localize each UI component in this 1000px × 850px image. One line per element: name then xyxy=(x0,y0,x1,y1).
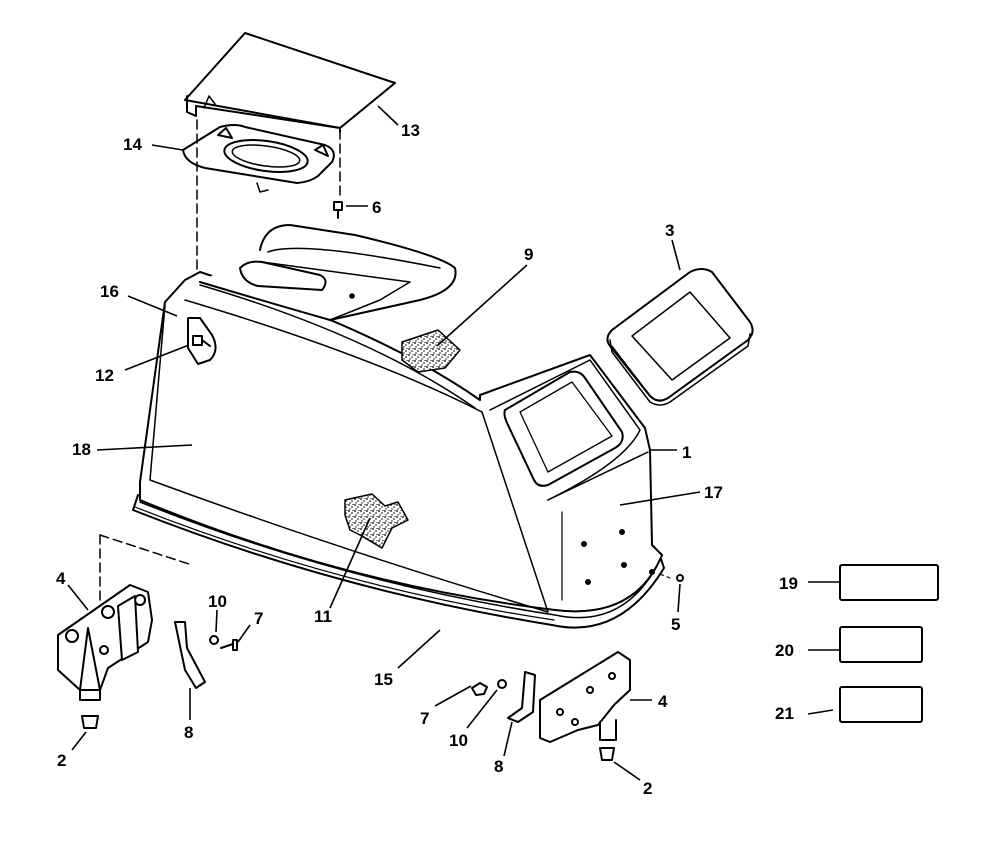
callout-6: 6 xyxy=(372,198,382,217)
callout-18: 18 xyxy=(72,440,91,459)
part-2-left-grommet xyxy=(81,715,99,729)
part-5-screw xyxy=(676,574,684,582)
part-19-decal xyxy=(839,564,939,601)
part-1-engine-cowl xyxy=(132,224,665,629)
callout-10-left: 10 xyxy=(208,592,227,611)
callout-8-left: 8 xyxy=(184,723,194,742)
part-4-right-bracket xyxy=(539,651,631,743)
callout-3: 3 xyxy=(665,221,675,240)
part-6-screw xyxy=(333,201,343,219)
part-11-foam-pad xyxy=(344,493,409,549)
callout-7-right: 7 xyxy=(420,709,430,728)
part-4-left-bracket xyxy=(57,584,153,701)
callout-2-left: 2 xyxy=(57,751,67,770)
part-14-intake-plate xyxy=(182,124,335,193)
callout-9: 9 xyxy=(524,245,534,264)
callout-8-right: 8 xyxy=(494,757,504,776)
part-9-foam-pad xyxy=(401,329,461,373)
callout-1: 1 xyxy=(682,443,692,462)
callout-2-right: 2 xyxy=(643,779,653,798)
part-3-window-seal xyxy=(606,268,754,406)
part-2-right-grommet xyxy=(599,747,615,761)
callout-21: 21 xyxy=(775,704,794,723)
callout-7-left: 7 xyxy=(254,609,264,628)
leader-lines xyxy=(67,105,840,781)
part-10-left-washer xyxy=(209,635,219,645)
callout-4-left: 4 xyxy=(56,569,66,588)
part-8-left-clip xyxy=(174,621,206,689)
part-20-decal xyxy=(839,626,923,663)
callout-20: 20 xyxy=(775,641,794,660)
callout-14: 14 xyxy=(123,135,142,154)
callout-4-right: 4 xyxy=(658,692,668,711)
callout-17: 17 xyxy=(704,483,723,502)
part-12-latch-knob xyxy=(187,317,217,365)
callout-13: 13 xyxy=(401,121,420,140)
callout-15: 15 xyxy=(374,670,393,689)
callout-11: 11 xyxy=(314,607,332,626)
part-10-right-washer xyxy=(497,679,507,689)
callout-19: 19 xyxy=(779,574,798,593)
callout-5: 5 xyxy=(671,615,681,634)
part-7-right-screw xyxy=(471,682,488,696)
callout-10-right: 10 xyxy=(449,731,468,750)
part-13-top-cover xyxy=(184,32,396,133)
part-21-decal xyxy=(839,686,923,723)
part-7-left-screw xyxy=(220,639,238,651)
callout-16: 16 xyxy=(100,282,119,301)
callout-12: 12 xyxy=(95,366,114,385)
part-8-right-clip xyxy=(507,671,536,723)
